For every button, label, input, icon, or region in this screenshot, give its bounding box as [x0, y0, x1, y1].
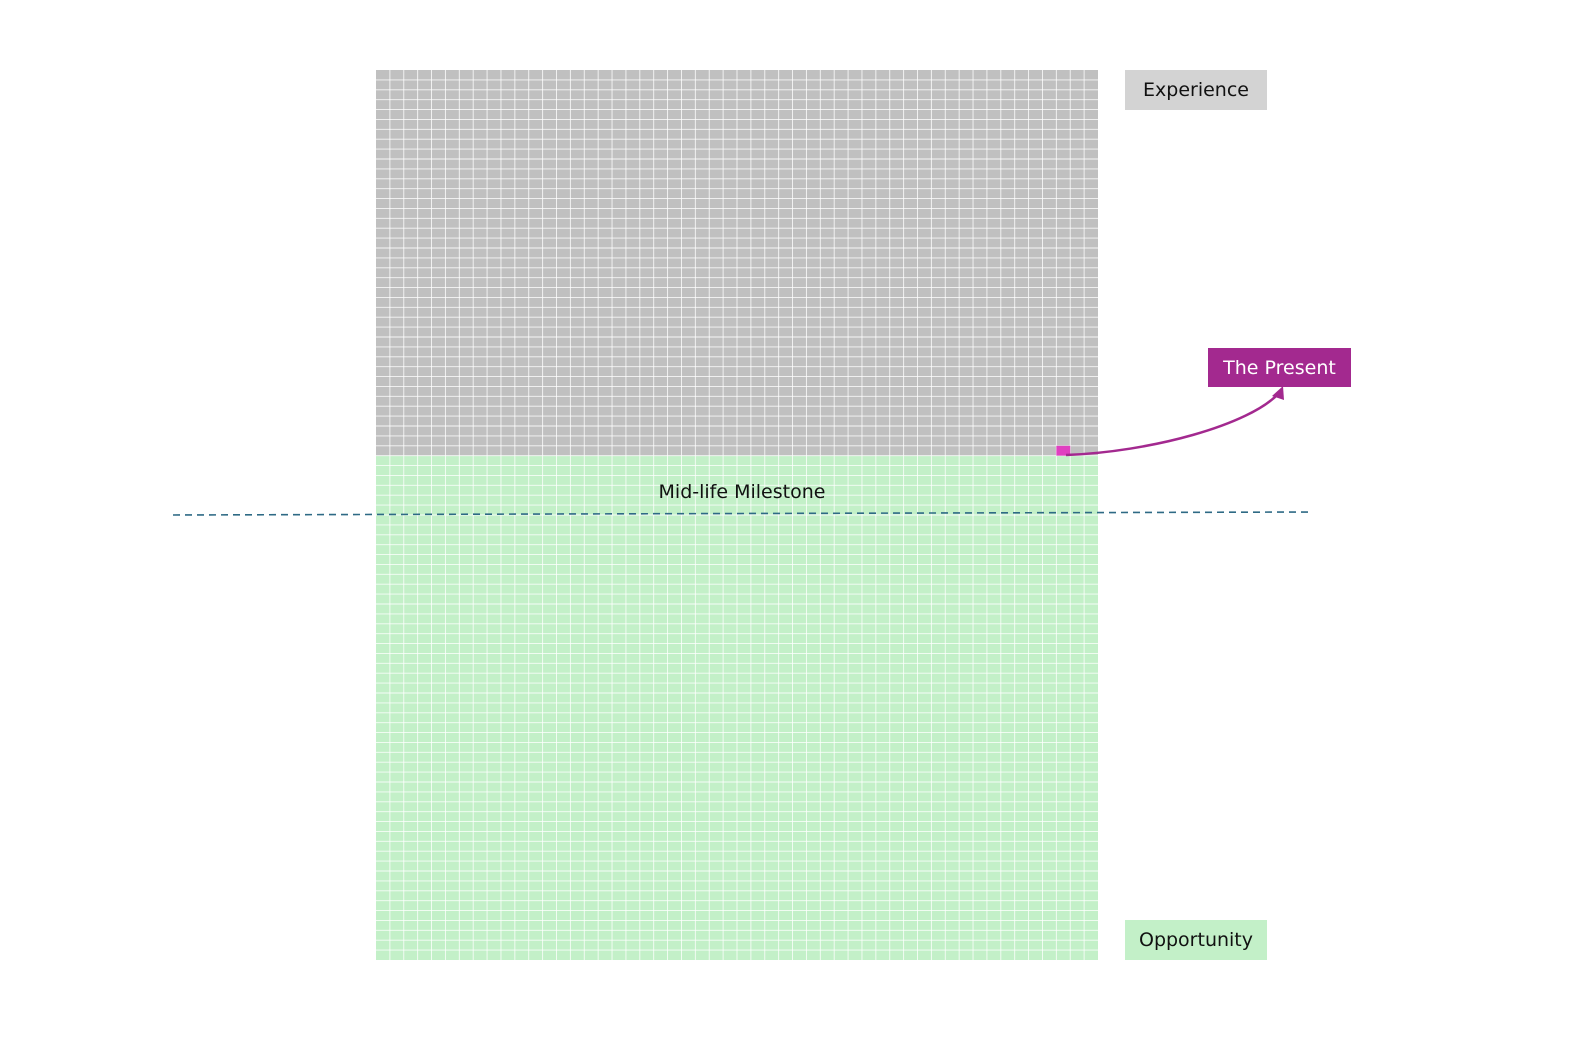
present-arrow: [1065, 392, 1280, 457]
mid-life-milestone-label: Mid-life Milestone: [658, 481, 826, 503]
experience-label: Experience: [1125, 70, 1267, 110]
milestone-dashed-line: [172, 511, 1314, 516]
present-arrowhead: [1272, 386, 1284, 400]
the-present-label: The Present: [1208, 348, 1351, 387]
opportunity-label: Opportunity: [1125, 920, 1267, 960]
present-week-marker: [1056, 445, 1071, 456]
